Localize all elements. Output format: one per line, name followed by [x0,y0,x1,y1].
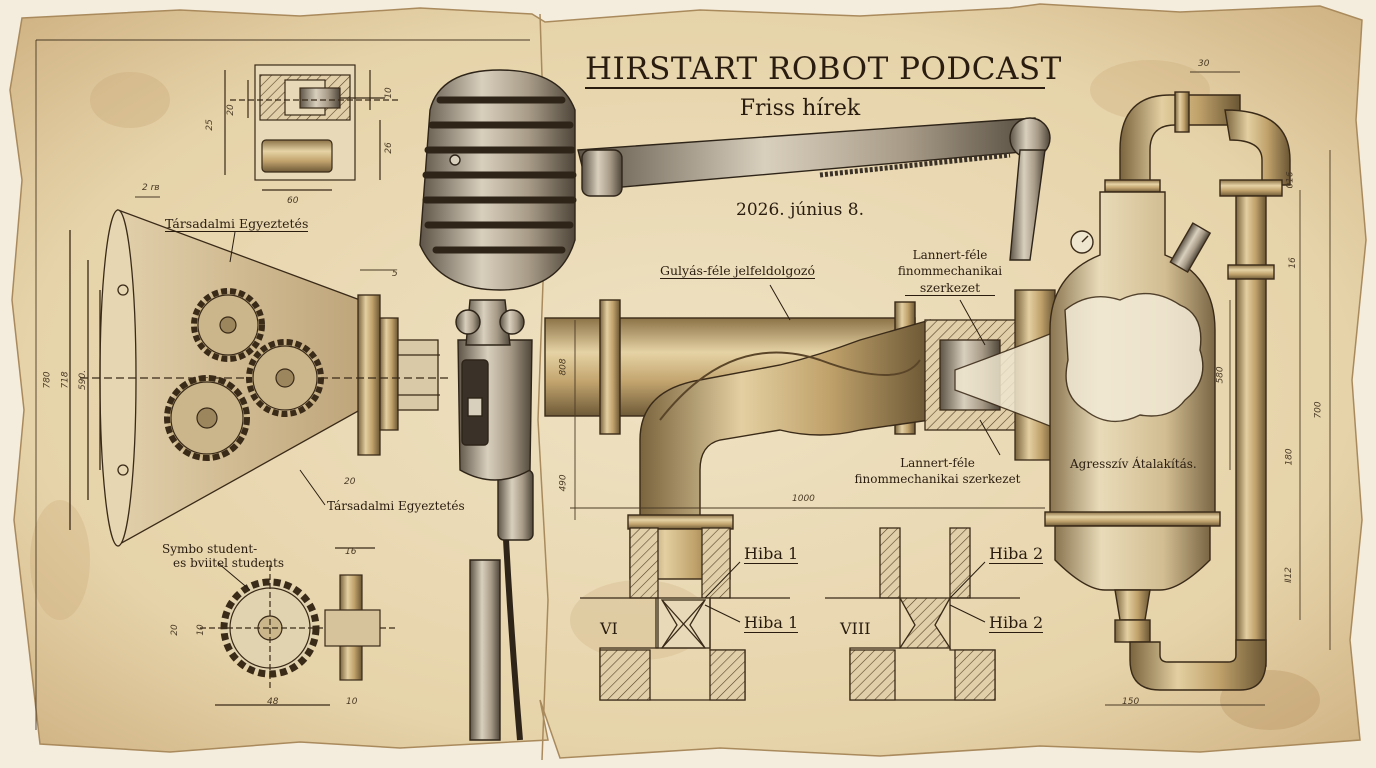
label-lannert-top-line2: finommechanikai [897,264,1003,278]
dim-16-tank: 16 [1287,257,1298,269]
dim-48: 48 [267,697,279,707]
label-tarsadalmi-bottom: Társadalmi Egyeztetés [327,499,465,513]
label-symbo-line2: es bviitel students [173,556,284,570]
date-label: 2026. június 8. [736,200,864,220]
dim-580: 580 [1215,366,1226,384]
dim-26: 26 [383,142,394,154]
cone-horn [69,209,450,547]
label-gulyas: Gulyás-féle jelfeldolgozó [660,263,816,279]
dimension-lines [35,39,1331,730]
dim-016: 016 [1285,171,1296,189]
dim-808: 808 [558,358,569,376]
dim-1000: 1000 [792,494,815,504]
dim-1112: Ⅱ12 [1284,567,1294,583]
dim-180: 180 [1284,448,1295,466]
dim-20-top: 20 [225,104,236,116]
label-lannert-bottom-line2: finommechanikai szerkezet [854,472,1021,486]
mic-boom-arm [577,117,1051,261]
coupler-mechanism [924,289,1061,461]
label-hiba2-bottom: Hiba 2 [989,613,1044,633]
gear-set [164,288,324,461]
dim-718: 718 [60,371,71,389]
dim-16-gear: 16 [345,547,357,557]
label-hiba2-top: Hiba 2 [989,544,1044,564]
dim-700: 700 [1313,401,1324,419]
dim-10-gear: 10 [195,624,206,636]
section-drawing-top [224,64,400,191]
label-tarsadalmi-top: Társadalmi Egyeztetés [165,216,309,232]
dim-10-top: 10 [383,87,394,99]
dim-20-mid: 20 [344,477,356,487]
gear-detail [200,547,395,706]
page-subtitle: Friss hírek [739,96,861,121]
leader-lines [217,231,1001,623]
dim-10-bottom: 10 [346,697,358,707]
dim-30: 30 [1198,59,1210,69]
cross-section-vi [580,527,790,701]
dim-20-gear: 20 [169,624,180,636]
label-hiba1-top: Hiba 1 [744,544,799,564]
dim-590: 590. [78,369,89,390]
dim-25: 25 [204,119,215,131]
label-symbo-line1: Symbo student- [162,542,258,556]
dim-5: 5 [392,269,398,279]
paper-stain [90,72,170,128]
label-agressziv: Agresszív Átalakítás. [1070,457,1197,471]
paper-stain [30,500,90,620]
label-hiba1-bottom: Hiba 1 [744,613,799,633]
cross-section-viii [825,527,1020,701]
dim-780: 780 [42,371,53,389]
vintage-microphone [419,69,577,741]
dim-60: 60 [287,196,299,206]
label-lannert-top-line3: szerkezet [905,281,995,296]
label-roman-vi: VI [600,619,618,638]
label-lannert-bottom-line1: Lannert-féle [900,456,975,470]
label-lannert-top-line1: Lannert-féle [912,248,988,262]
dim-150: 150 [1122,697,1140,707]
pressure-tank [1044,91,1291,691]
dim-2re: 2 rв [142,183,160,193]
label-roman-viii: VIII [840,619,871,638]
page-title: HIRSTART ROBOT PODCAST [585,52,1061,90]
dim-490: 490 [558,474,569,492]
